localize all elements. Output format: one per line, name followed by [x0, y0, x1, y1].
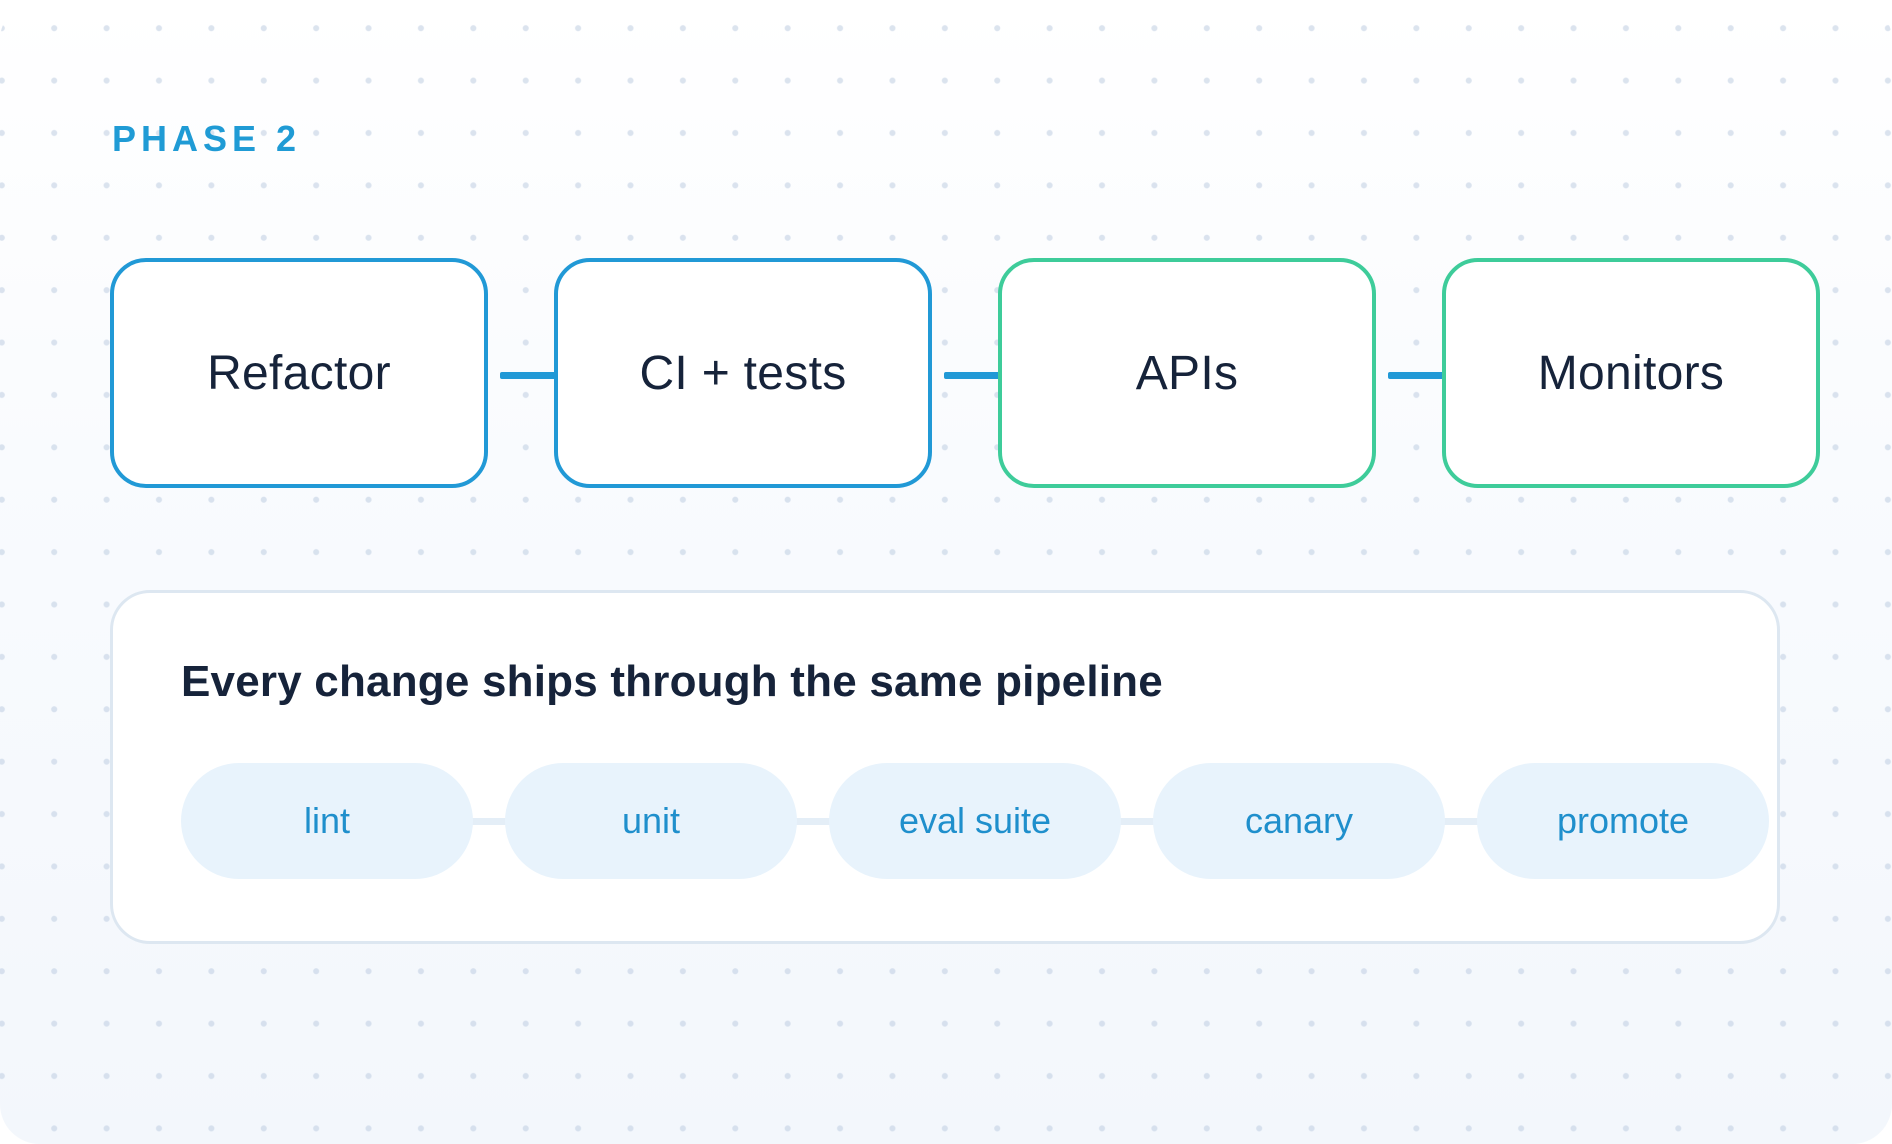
- phase-label: PHASE 2: [112, 118, 302, 159]
- pipeline-step-label: eval suite: [898, 800, 1052, 841]
- pipeline-step-label: canary: [1244, 800, 1354, 841]
- stage-connector: [1388, 372, 1444, 379]
- pipeline-steps: lint unit eval suite canary promote: [181, 763, 1781, 881]
- pipeline-step-unit: unit: [505, 763, 797, 879]
- pipeline-card: Every change ships through the same pipe…: [110, 590, 1780, 944]
- pipeline-step-canary: canary: [1153, 763, 1445, 879]
- pipeline-title: Every change ships through the same pipe…: [181, 657, 1163, 706]
- stage-label: APIs: [1135, 346, 1239, 400]
- stage-flow: Refactor CI + tests APIs Monitors: [110, 258, 1826, 492]
- pipeline-step-label: unit: [621, 800, 681, 841]
- stage-connector: [944, 372, 1000, 379]
- stage-connector: [500, 372, 556, 379]
- stage-apis: APIs: [998, 258, 1376, 488]
- pipeline-step-promote: promote: [1477, 763, 1769, 879]
- stage-label: Refactor: [207, 346, 391, 400]
- pipeline-step-eval-suite: eval suite: [829, 763, 1121, 879]
- stage-label: Monitors: [1537, 346, 1725, 400]
- stage-label: CI + tests: [639, 346, 847, 400]
- pipeline-step-lint: lint: [181, 763, 473, 879]
- stage-ci-tests: CI + tests: [554, 258, 932, 488]
- pipeline-step-label: promote: [1556, 800, 1690, 841]
- pipeline-step-label: lint: [303, 800, 351, 841]
- stage-refactor: Refactor: [110, 258, 488, 488]
- stage-monitors: Monitors: [1442, 258, 1820, 488]
